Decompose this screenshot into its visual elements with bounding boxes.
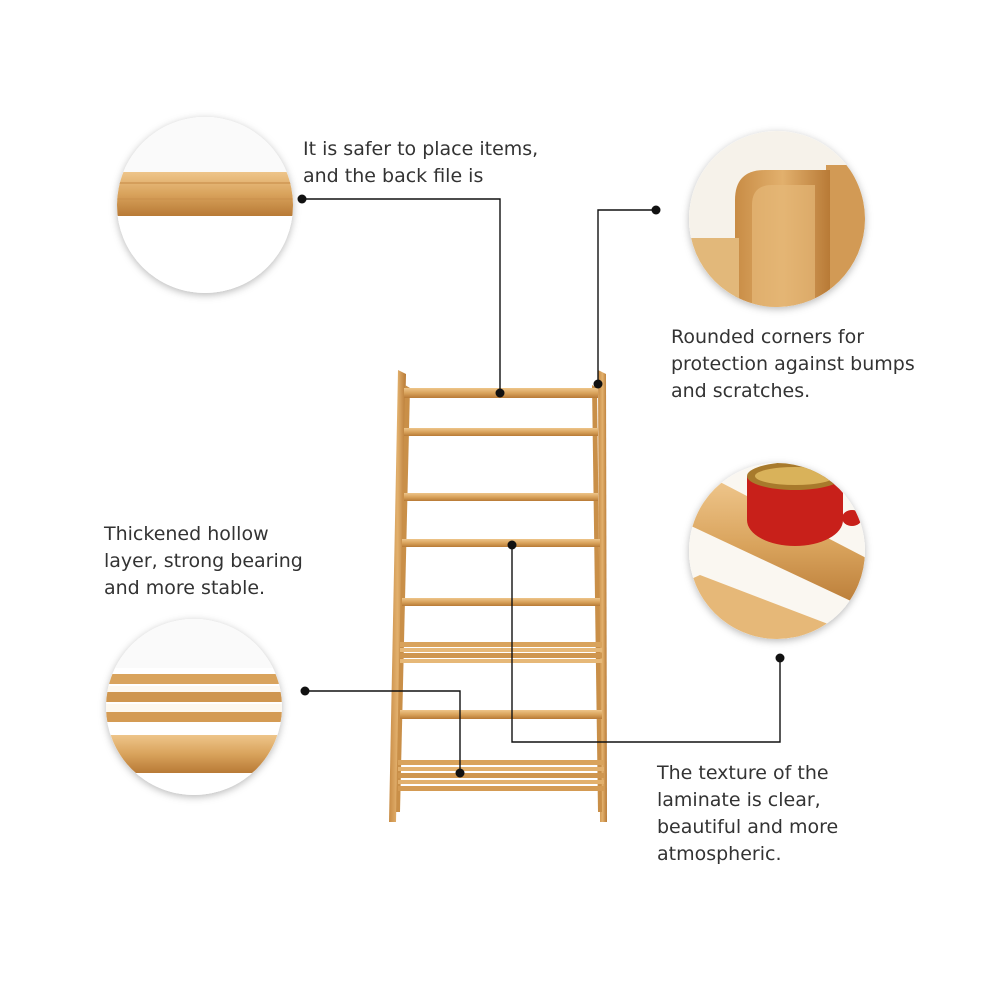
callout-line: layer, strong bearing: [104, 550, 303, 572]
slatted-layer-closeup-icon: [106, 619, 282, 795]
callout-line: atmospheric.: [657, 843, 782, 865]
callout-line: It is safer to place items,: [303, 138, 539, 160]
bamboo-back-board-closeup-icon: [117, 117, 293, 293]
callout-hollow-layer-text: Thickened hollow layer, strong bearing a…: [104, 521, 303, 602]
leader-dot: [593, 379, 603, 389]
laminate-with-red-tin-closeup-icon: [689, 463, 865, 639]
leader-lines: [302, 198, 781, 773]
bamboo-ladder-shelf-image: [389, 370, 607, 822]
callout-line: The texture of the: [657, 762, 829, 784]
callout-line: protection against bumps: [671, 353, 915, 375]
leader-dots: [297, 194, 785, 778]
leader-dot: [651, 205, 661, 215]
callout-laminate-texture-text: The texture of the laminate is clear, be…: [657, 760, 838, 868]
leader-dot: [495, 388, 505, 398]
callout-line: Thickened hollow: [104, 523, 269, 545]
callout-line: and scratches.: [671, 380, 811, 402]
leader-dot: [775, 653, 785, 663]
leader-line-laminate-texture: [511, 545, 781, 743]
callout-line: and the back file is: [303, 165, 484, 187]
leader-line-back-board: [302, 198, 501, 393]
callout-rounded-corners-text: Rounded corners for protection against b…: [671, 324, 915, 405]
rounded-corner-closeup-icon: [689, 131, 865, 307]
callout-line: laminate is clear,: [657, 789, 821, 811]
leader-dot: [300, 686, 310, 696]
callout-line: and more stable.: [104, 577, 266, 599]
leader-line-hollow-layer: [305, 690, 461, 773]
leader-dot: [455, 768, 465, 778]
callout-line: Rounded corners for: [671, 326, 865, 348]
leader-line-rounded-corners: [597, 209, 656, 384]
callout-back-board-text: It is safer to place items, and the back…: [303, 136, 538, 190]
leader-dot: [507, 540, 517, 550]
callout-line: beautiful and more: [657, 816, 839, 838]
leader-dot: [297, 194, 307, 204]
